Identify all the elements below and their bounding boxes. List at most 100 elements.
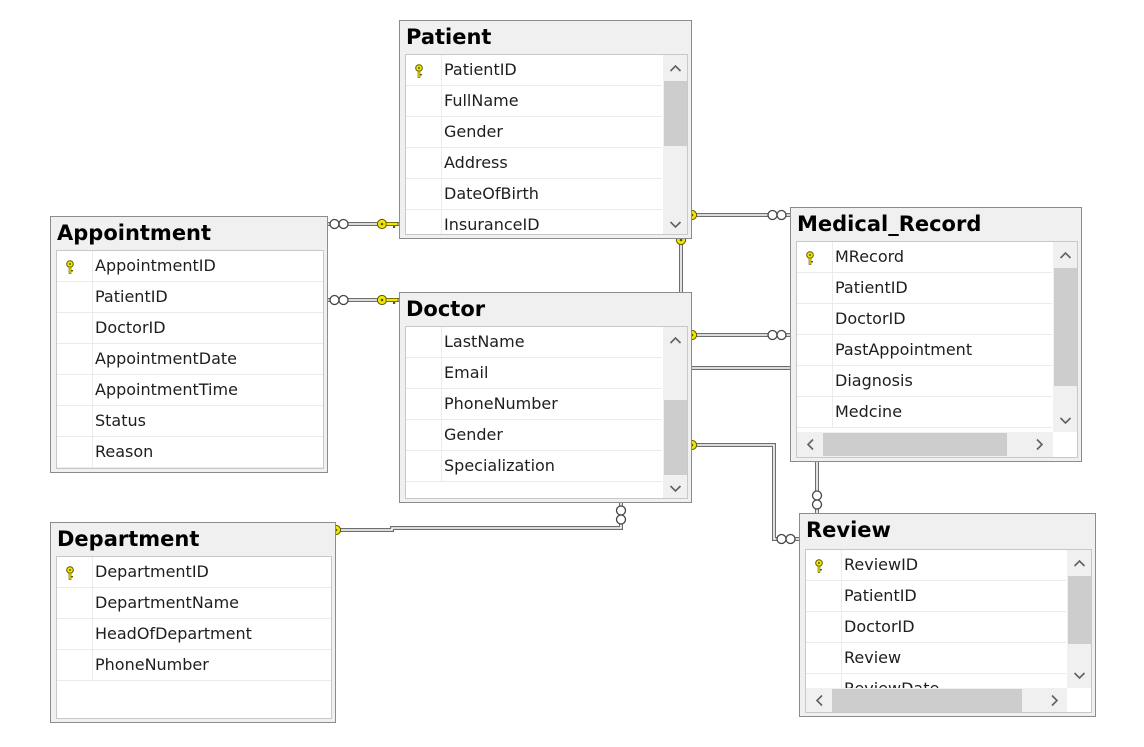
row-selector[interactable]: [57, 251, 93, 281]
scroll-right-arrow-icon[interactable]: [1027, 432, 1051, 457]
scroll-thumb[interactable]: [1068, 576, 1091, 644]
vertical-scrollbar[interactable]: [663, 327, 687, 498]
row-selector[interactable]: [57, 437, 93, 467]
row-selector[interactable]: [797, 304, 833, 334]
row-selector[interactable]: [406, 358, 442, 388]
row-selector[interactable]: [406, 210, 442, 234]
column-row[interactable]: Gender: [406, 420, 662, 451]
scroll-left-arrow-icon[interactable]: [799, 432, 823, 457]
row-selector[interactable]: [797, 335, 833, 365]
scroll-thumb[interactable]: [823, 433, 1007, 456]
table-title: Department: [57, 527, 200, 551]
column-row[interactable]: PatientID: [797, 273, 1052, 304]
relationship-doctor-department[interactable]: [336, 503, 623, 532]
column-row[interactable]: Address: [406, 148, 662, 179]
vertical-scrollbar[interactable]: [1067, 550, 1091, 688]
column-row[interactable]: Reason: [57, 437, 323, 468]
row-selector[interactable]: [57, 282, 93, 312]
row-selector[interactable]: [406, 420, 442, 450]
column-row[interactable]: AppointmentID: [57, 251, 323, 282]
relationship-review-doctor[interactable]: [692, 443, 799, 541]
column-row[interactable]: DoctorID: [797, 304, 1052, 335]
column-row[interactable]: AppointmentDate: [57, 344, 323, 375]
row-selector[interactable]: [57, 588, 93, 618]
column-row[interactable]: Gender: [406, 117, 662, 148]
row-selector[interactable]: [406, 86, 442, 116]
row-selector[interactable]: [806, 612, 842, 642]
row-selector[interactable]: [797, 366, 833, 396]
row-selector[interactable]: [406, 327, 442, 357]
column-row[interactable]: AppointmentTime: [57, 375, 323, 406]
horizontal-scrollbar[interactable]: [797, 432, 1053, 457]
scroll-down-arrow-icon[interactable]: [663, 476, 687, 498]
row-selector[interactable]: [57, 557, 93, 587]
column-row[interactable]: DepartmentID: [57, 557, 331, 588]
column-row[interactable]: PatientID: [57, 282, 323, 313]
column-row[interactable]: FullName: [406, 86, 662, 117]
column-row[interactable]: DoctorID: [806, 612, 1066, 643]
row-selector[interactable]: [406, 389, 442, 419]
row-selector[interactable]: [797, 273, 833, 303]
column-row[interactable]: Specialization: [406, 451, 662, 482]
row-selector[interactable]: [57, 406, 93, 436]
row-selector[interactable]: [57, 313, 93, 343]
vertical-scrollbar[interactable]: [663, 55, 687, 234]
column-row[interactable]: HeadOfDepartment: [57, 619, 331, 650]
column-row[interactable]: MRecord: [797, 242, 1052, 273]
scroll-thumb[interactable]: [1054, 268, 1077, 386]
vertical-scrollbar[interactable]: [1053, 242, 1077, 432]
column-row[interactable]: DepartmentName: [57, 588, 331, 619]
scroll-up-arrow-icon[interactable]: [663, 57, 687, 81]
row-selector[interactable]: [806, 643, 842, 673]
column-row[interactable]: PhoneNumber: [406, 389, 662, 420]
column-row[interactable]: Email: [406, 358, 662, 389]
column-row[interactable]: ReviewID: [806, 550, 1066, 581]
column-row[interactable]: DateOfBirth: [406, 179, 662, 210]
row-selector[interactable]: [57, 344, 93, 374]
scroll-up-arrow-icon[interactable]: [1067, 552, 1091, 576]
column-row[interactable]: PatientID: [806, 581, 1066, 612]
row-selector[interactable]: [797, 242, 833, 272]
scroll-thumb[interactable]: [832, 689, 1022, 712]
row-selector[interactable]: [806, 550, 842, 580]
row-selector[interactable]: [797, 397, 833, 427]
column-row[interactable]: InsuranceID: [406, 210, 662, 234]
many-end-infinity-icon: [776, 533, 796, 545]
column-row[interactable]: PhoneNumber: [57, 650, 331, 681]
row-selector[interactable]: [406, 117, 442, 147]
column-row[interactable]: DoctorID: [57, 313, 323, 344]
scroll-down-arrow-icon[interactable]: [1053, 408, 1077, 432]
scroll-right-arrow-icon[interactable]: [1042, 688, 1066, 712]
row-selector[interactable]: [57, 619, 93, 649]
scroll-down-arrow-icon[interactable]: [663, 212, 687, 234]
column-row[interactable]: Review: [806, 643, 1066, 674]
scroll-up-arrow-icon[interactable]: [663, 329, 687, 353]
horizontal-scrollbar[interactable]: [806, 688, 1067, 712]
row-selector[interactable]: [57, 375, 93, 405]
column-row[interactable]: LastName: [406, 327, 662, 358]
scroll-thumb[interactable]: [664, 400, 687, 475]
scroll-thumb[interactable]: [664, 81, 687, 146]
scroll-left-arrow-icon[interactable]: [808, 688, 832, 712]
scroll-down-arrow-icon[interactable]: [1067, 663, 1091, 687]
column-row[interactable]: PastAppointment: [797, 335, 1052, 366]
row-selector[interactable]: [406, 179, 442, 209]
column-row[interactable]: Diagnosis: [797, 366, 1052, 397]
table-review[interactable]: Review ReviewIDPatientIDDoctorIDReviewRe…: [799, 513, 1096, 717]
column-row[interactable]: Medcine: [797, 397, 1052, 428]
column-row[interactable]: Status: [57, 406, 323, 437]
row-selector[interactable]: [406, 148, 442, 178]
row-selector[interactable]: [57, 650, 93, 680]
row-selector[interactable]: [406, 55, 442, 85]
column-row[interactable]: PatientID: [406, 55, 662, 86]
column-name: Email: [444, 363, 489, 382]
scroll-up-arrow-icon[interactable]: [1053, 244, 1077, 268]
row-selector[interactable]: [406, 451, 442, 481]
row-selector[interactable]: [806, 581, 842, 611]
